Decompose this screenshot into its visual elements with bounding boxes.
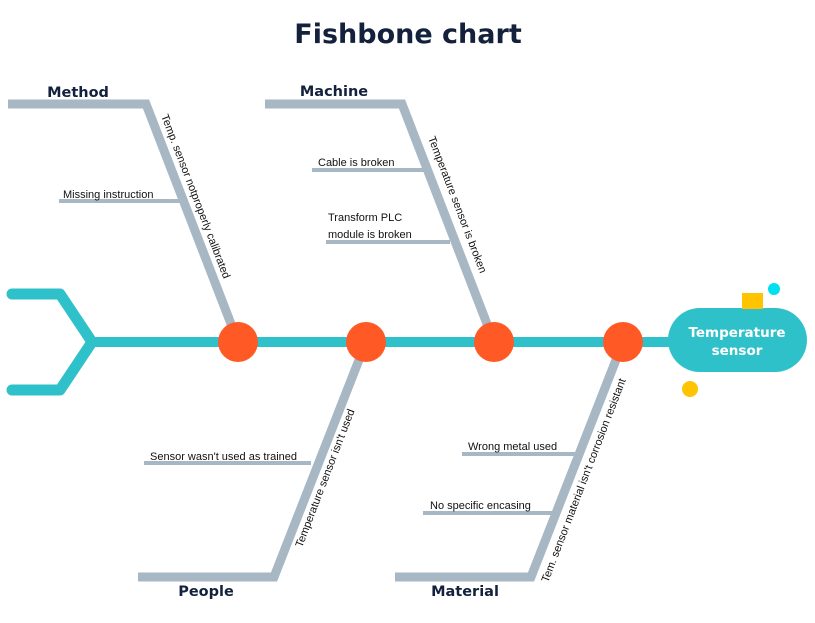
machine-node — [474, 322, 514, 362]
category-people: People — [178, 584, 234, 600]
material-main-cause: Tem. sensor material isn't corrosion res… — [540, 377, 629, 584]
head-label-line2: sensor — [712, 343, 763, 359]
head-label-line1: Temperature — [688, 325, 785, 341]
method-node — [218, 322, 258, 362]
method-sub-cause-1: Missing instruction — [63, 189, 153, 201]
category-material: Material — [431, 584, 499, 600]
machine-sub-cause-2-line1: Transform PLC — [328, 212, 402, 224]
junction-nodes — [218, 322, 643, 362]
method-bone — [8, 99, 243, 344]
material-sub-cause-1: Wrong metal used — [468, 441, 557, 453]
machine-sub-cause-1: Cable is broken — [318, 157, 394, 169]
material-sub-cause-2: No specific encasing — [430, 500, 531, 512]
fish-head: Temperature sensor — [668, 308, 807, 372]
machine-sub-cause-2-line2: module is broken — [328, 229, 412, 241]
category-method: Method — [47, 85, 109, 101]
diagram-title: Fishbone chart — [294, 19, 522, 50]
method-main-cause: Temp. sensor notproperly calibrated — [158, 113, 232, 281]
people-sub-cause-1: Sensor wasn't used as trained — [150, 451, 297, 463]
material-bone — [395, 340, 628, 582]
people-node — [346, 322, 386, 362]
fish-tail — [6, 288, 98, 396]
machine-bone — [265, 99, 499, 344]
category-machine: Machine — [300, 84, 368, 100]
decor-square-yellow — [742, 293, 763, 309]
bones — [8, 99, 628, 582]
decor-dot-yellow — [682, 381, 698, 397]
people-bone — [138, 340, 371, 582]
people-main-cause: Temperature sensor isn't used — [294, 408, 358, 550]
decor-dot-cyan — [768, 283, 780, 295]
material-node — [603, 322, 643, 362]
